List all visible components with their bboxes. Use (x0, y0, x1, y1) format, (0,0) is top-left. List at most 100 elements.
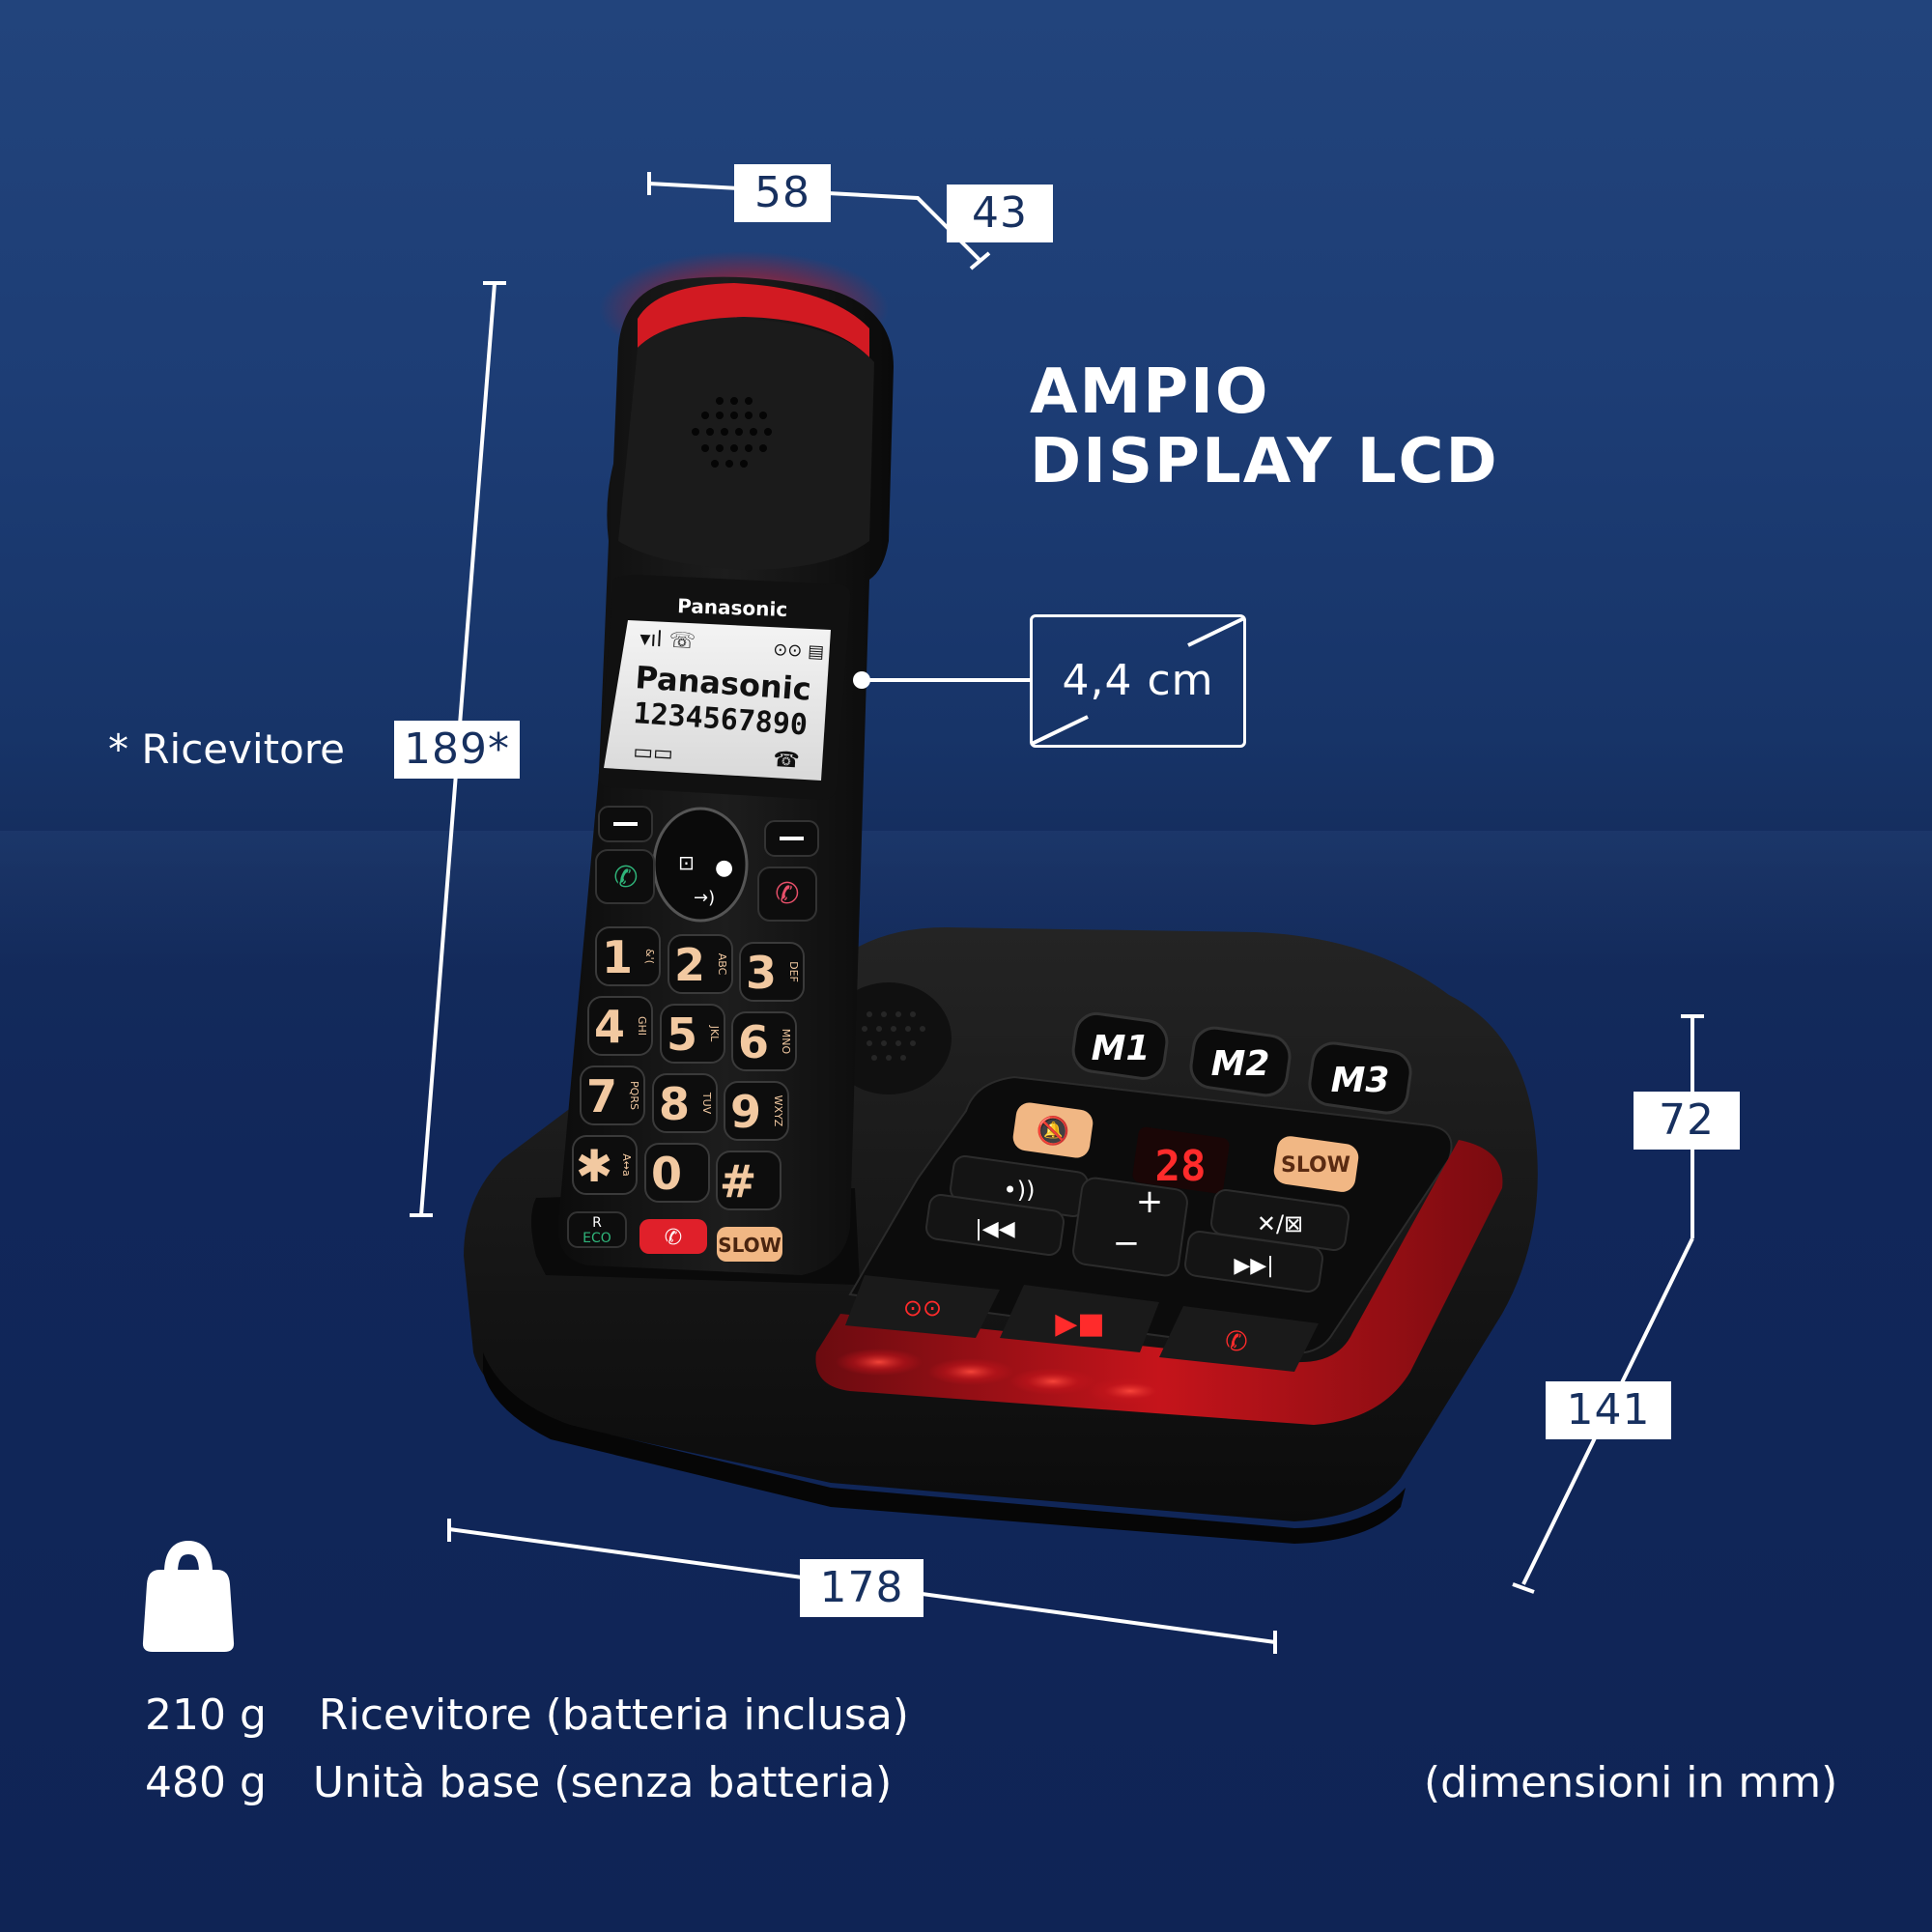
keypad-letters: &'( (643, 949, 656, 964)
svg-text:M3: M3 (1331, 1061, 1390, 1100)
keypad-key-body (724, 1081, 789, 1141)
keypad-key-4[interactable]: 4 GHI (587, 996, 653, 1056)
keypad-digit: 1 (602, 931, 633, 983)
weight-value: 210 g (145, 1690, 267, 1740)
volume-button[interactable] (1071, 1177, 1188, 1277)
keypad-digit: 4 (594, 1001, 625, 1053)
keypad-letters: DEF (787, 961, 800, 982)
missed-call-icon: ☎ (773, 748, 801, 773)
answer-on-button[interactable] (845, 1275, 1000, 1338)
dimension-label-depth: 43 (947, 185, 1053, 242)
keypad-key-body (716, 1151, 781, 1210)
speaker-wave-icon: •)) (1004, 1177, 1036, 1204)
weight-value: 480 g (145, 1758, 267, 1807)
memory-key-m1[interactable]: M1 (1070, 1011, 1169, 1082)
keypad-digit: 9 (730, 1086, 761, 1138)
skip-forward-icon: ▶▶| (1234, 1254, 1273, 1278)
keypad-digit: 2 (674, 939, 705, 991)
svg-text:28: 28 (1155, 1142, 1207, 1191)
skip-back-button[interactable] (924, 1193, 1065, 1256)
svg-text:SLOW: SLOW (1281, 1153, 1350, 1178)
weight-label: Unità base (senza batteria) (312, 1758, 893, 1807)
skip-forward-button[interactable] (1183, 1230, 1323, 1293)
keypad-key-11[interactable]: 0 (644, 1143, 710, 1203)
weight-row-handset: 210 g Ricevitore (batteria inclusa) (145, 1689, 909, 1743)
keypad-key-6[interactable]: 6 MNO (731, 1011, 797, 1071)
amplify-button[interactable] (639, 1219, 707, 1254)
keypad-digit: 8 (659, 1078, 690, 1130)
units-note: (dimensioni in mm) (1424, 1758, 1838, 1807)
keypad-letters: TUV (700, 1092, 713, 1115)
keypad-digit: 3 (746, 947, 777, 999)
headline-line-1: AMPIO (1030, 356, 1270, 428)
keypad-letters: JKL (708, 1025, 721, 1042)
keypad-key-2[interactable]: 2 ABC (668, 934, 733, 994)
keypad-letters: A↔a (620, 1153, 633, 1176)
dimension-label-base-height: 72 (1634, 1092, 1740, 1150)
handset-slow-button[interactable] (717, 1227, 782, 1262)
brand-logo: Panasonic (677, 594, 788, 621)
redial-icon: →) (694, 888, 715, 908)
keypad-key-body (668, 934, 733, 994)
dimension-label-height: 189* (394, 721, 520, 779)
svg-text:M1: M1 (1092, 1029, 1151, 1068)
dimension-lines (410, 172, 1704, 1654)
memory-key-m3[interactable]: M3 (1307, 1040, 1413, 1116)
keypad-key-10[interactable]: ✱ A↔a (572, 1135, 638, 1195)
keypad-key-body (595, 926, 661, 986)
r-eco-button[interactable] (567, 1211, 627, 1248)
talk-button[interactable] (595, 849, 655, 904)
keypad-key-3[interactable]: 3 DEF (739, 942, 805, 1002)
dimension-label-width: 58 (734, 164, 831, 222)
keypad-key-12[interactable]: # (716, 1151, 781, 1210)
svg-text:M2: M2 (1211, 1044, 1270, 1084)
svg-text:−: − (1113, 1224, 1141, 1263)
ringer-off-button[interactable]: 🔕 (1011, 1101, 1094, 1160)
base-slow-button[interactable]: SLOW (1272, 1134, 1360, 1193)
keypad-digit: # (720, 1155, 757, 1208)
keypad-letters: GHI (636, 1016, 648, 1036)
keypad-letters: ABC (716, 953, 728, 976)
signal-icon: ▾ıl ☏ (639, 627, 696, 654)
message-counter: 28 (1132, 1126, 1230, 1194)
earpiece-grille (692, 397, 772, 468)
lcd-screen: ▾ıl ☏ ⊙⊙ ▤ Panasonic 1234567890 ▭▭ ☎ (604, 620, 831, 781)
keypad-key-body (572, 1135, 638, 1195)
keypad-digit: 6 (738, 1016, 769, 1068)
keypad-key-body (739, 942, 805, 1002)
off-button[interactable] (757, 867, 817, 922)
bell-off-icon: 🔕 (1037, 1115, 1070, 1147)
weight-icon (142, 1540, 235, 1652)
play-stop-icon: ▶■ (1055, 1307, 1104, 1341)
keypad-letters: WXYZ (772, 1095, 784, 1127)
keypad-key-body (652, 1073, 718, 1133)
handset-bottom-buttons: R ECO ✆ SLOW (567, 1211, 782, 1262)
keypad-key-1[interactable]: 1 &'( (595, 926, 661, 986)
keypad-letters: MNO (780, 1029, 792, 1055)
memory-key-m2[interactable]: M2 (1188, 1025, 1293, 1097)
svg-text:ECO: ECO (582, 1231, 611, 1246)
call-block-icon: ✆ (1225, 1325, 1247, 1357)
svg-text:+: + (1136, 1182, 1164, 1221)
message-icon: ⊙⊙ ▤ (773, 639, 825, 663)
play-stop-button[interactable] (1000, 1285, 1159, 1352)
keypad-key-body (731, 1011, 797, 1071)
phonebook-icon: ▭▭ (633, 740, 674, 766)
headline-line-2: DISPLAY LCD (1030, 426, 1499, 497)
keypad-key-8[interactable]: 8 TUV (652, 1073, 718, 1133)
weight-row-base: 480 g Unità base (senza batteria) (145, 1756, 892, 1810)
book-icon: ⊡ (678, 851, 695, 874)
display-size-box: 4,4 cm (1030, 614, 1246, 748)
weight-label: Ricevitore (batteria inclusa) (318, 1690, 909, 1740)
keypad-letters: PQRS (628, 1081, 640, 1110)
headline: AMPIO DISPLAY LCD (1030, 357, 1499, 497)
amplify-icon: ✆ (665, 1226, 682, 1250)
svg-text:R: R (592, 1215, 602, 1231)
keypad-digit: ✱ (576, 1140, 613, 1192)
keypad-key-9[interactable]: 9 WXYZ (724, 1081, 789, 1141)
call-block-button[interactable] (1159, 1306, 1319, 1372)
dimension-label-base-depth: 141 (1546, 1381, 1671, 1439)
